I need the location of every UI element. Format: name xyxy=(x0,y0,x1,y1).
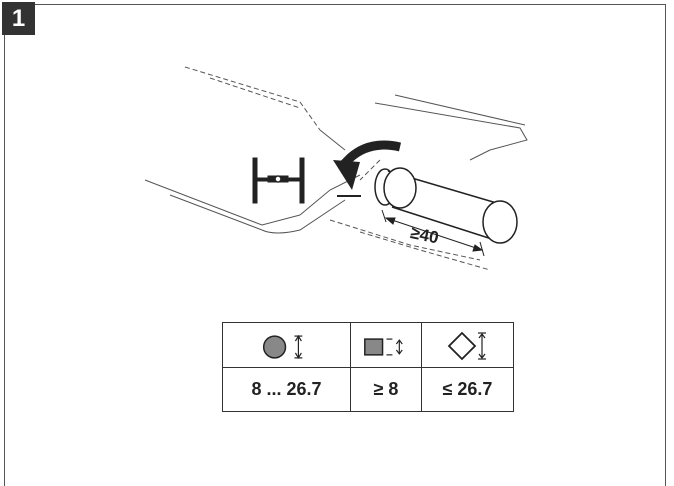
chuck-outline xyxy=(144,66,528,271)
dimension-marker xyxy=(381,209,485,257)
spec-column-square: ≥ 8 xyxy=(351,323,422,411)
spec-value-square: ≥ 8 xyxy=(373,379,399,399)
spec-table-rule xyxy=(223,367,513,368)
chuck-illustration: ≥40 xyxy=(144,66,528,271)
panel-border-left xyxy=(4,35,5,486)
round-profile-icon xyxy=(262,334,303,360)
spec-column-diamond: ≤ 26.7 xyxy=(422,323,513,411)
spec-value-diamond: ≤ 26.7 xyxy=(442,379,493,399)
panel-border-right xyxy=(665,4,666,486)
panel-border-top xyxy=(35,4,665,5)
rotate-arrow-icon xyxy=(333,140,402,197)
clamp-jaw-icon xyxy=(252,157,305,204)
shaft-icon xyxy=(374,167,518,244)
diamond-profile-icon xyxy=(447,331,486,361)
square-profile-icon xyxy=(364,338,403,356)
step-number-badge: 1 xyxy=(2,2,35,35)
spec-table: 8 ... 26.7 ≥ 8 ≤ 26.7 xyxy=(222,322,514,412)
spec-column-round: 8 ... 26.7 xyxy=(223,323,351,411)
spec-value-round: 8 ... 26.7 xyxy=(251,379,322,399)
dimension-label: ≥40 xyxy=(409,223,441,247)
